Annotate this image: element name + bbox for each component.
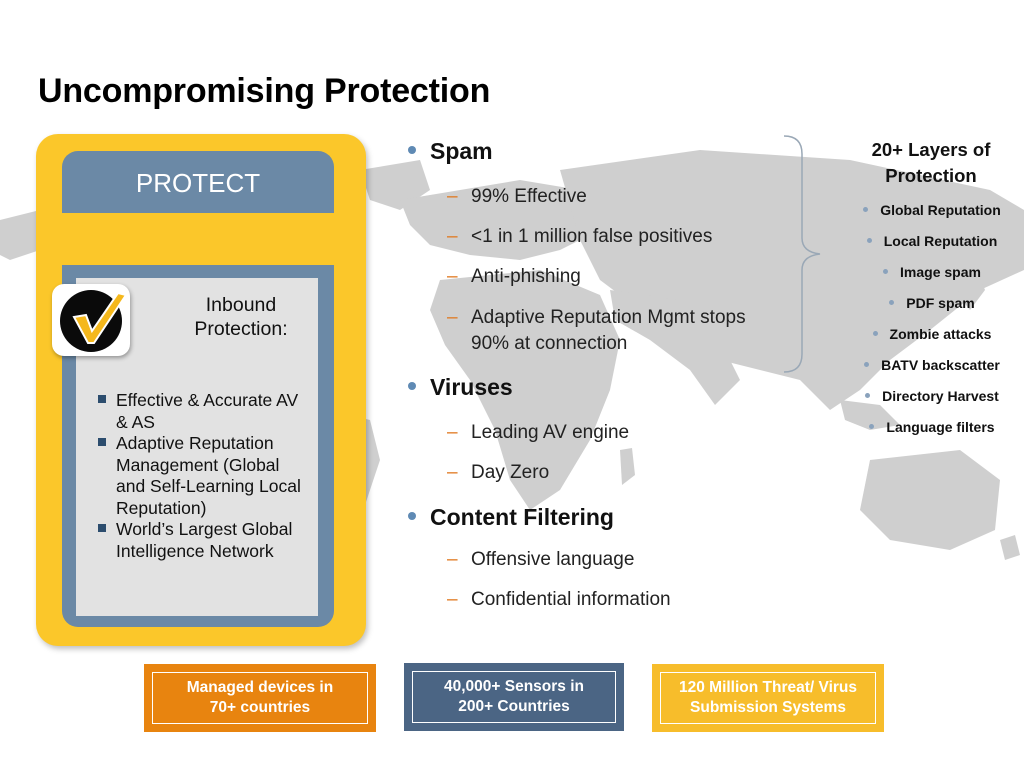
- protect-label: PROTECT: [135, 168, 261, 198]
- layers-title-line1: 20+ Layers of: [871, 139, 991, 160]
- layer-label: Zombie attacks: [889, 326, 992, 342]
- list-item: –99% Effective: [447, 184, 777, 210]
- stat-box-managed-devices: Managed devices in 70+ countries: [144, 664, 376, 732]
- stat-line: Managed devices in: [186, 679, 334, 696]
- list-item: –<1 in 1 million false positives: [447, 224, 777, 250]
- bullet-icon: [869, 423, 875, 429]
- item-label: Offensive language: [471, 549, 635, 570]
- bullet-icon: [863, 206, 869, 212]
- list-item: –Anti-phishing: [447, 264, 777, 290]
- bullet-icon: [864, 361, 870, 367]
- list-item: –Adaptive Reputation Mgmt stops 90% at c…: [447, 305, 777, 357]
- layer-label: Global Reputation: [880, 202, 1001, 218]
- layers-title: 20+ Layers of Protection: [840, 137, 1022, 189]
- item-label: Adaptive Reputation Mgmt stops 90% at co…: [471, 307, 746, 354]
- list-item: World’s Largest Global Intelligence Netw…: [96, 519, 310, 562]
- list-item: Adaptive Reputation Management (Global a…: [96, 433, 310, 519]
- layer-item: Local Reputation: [840, 233, 1024, 249]
- layer-label: BATV backscatter: [881, 357, 1000, 373]
- layer-item: Zombie attacks: [840, 326, 1024, 342]
- stat-line: 70+ countries: [209, 699, 311, 716]
- bullet-icon: [408, 145, 416, 154]
- layer-label: Local Reputation: [883, 233, 998, 249]
- stat-line: 40,000+ Sensors in: [443, 678, 584, 695]
- layer-item: Language filters: [840, 419, 1024, 435]
- world-map-background: [0, 150, 1024, 560]
- heading-label: Viruses: [430, 374, 513, 400]
- list-item: –Leading AV engine: [447, 420, 777, 446]
- list-item: –Confidential information: [447, 587, 777, 613]
- layer-label: Directory Harvest: [882, 388, 999, 404]
- bullet-icon: [408, 511, 416, 520]
- layer-label: Image spam: [900, 264, 981, 280]
- heading-content-filtering: Content Filtering: [408, 504, 614, 531]
- stat-box-threat-submission: 120 Million Threat/ Virus Submission Sys…: [652, 664, 884, 732]
- layer-item: Directory Harvest: [840, 388, 1024, 404]
- inbound-feature-list: Effective & Accurate AV & AS Adaptive Re…: [96, 390, 310, 562]
- item-label: Leading AV engine: [471, 422, 630, 443]
- layer-item: Image spam: [840, 264, 1024, 280]
- layer-label: Language filters: [886, 419, 995, 435]
- item-label: Day Zero: [471, 462, 550, 483]
- item-label: 99% Effective: [471, 186, 587, 207]
- inbound-title-line2: Protection:: [194, 318, 288, 340]
- bullet-icon: [889, 299, 895, 305]
- layers-title-line2: Protection: [885, 165, 977, 186]
- list-item: Effective & Accurate AV & AS: [96, 390, 310, 433]
- bracket-brace-icon: [783, 135, 821, 373]
- bullet-icon: [408, 381, 416, 390]
- checkmark-icon: [72, 291, 128, 344]
- bullet-icon: [865, 392, 871, 398]
- item-label: Confidential information: [471, 589, 671, 610]
- layer-item: PDF spam: [840, 295, 1024, 311]
- protect-header-bar: [62, 151, 334, 213]
- layer-label: PDF spam: [906, 295, 975, 311]
- bullet-icon: [872, 330, 878, 336]
- inbound-protection-title: Inbound Protection:: [156, 293, 326, 341]
- layer-item: BATV backscatter: [840, 357, 1024, 373]
- stat-box-sensors: 40,000+ Sensors in 200+ Countries: [404, 663, 624, 731]
- slide-title: Uncompromising Protection: [38, 72, 491, 110]
- heading-label: Content Filtering: [430, 504, 614, 530]
- heading-viruses: Viruses: [408, 374, 513, 401]
- list-item: –Offensive language: [447, 547, 777, 573]
- inbound-title-line1: Inbound: [205, 294, 277, 316]
- stat-line: 200+ Countries: [458, 698, 570, 715]
- item-label: Anti-phishing: [471, 266, 581, 287]
- list-item: –Day Zero: [447, 460, 777, 486]
- stat-line: 120 Million Threat/ Virus: [678, 679, 857, 696]
- layer-item: Global Reputation: [840, 202, 1024, 218]
- stat-line: Submission Systems: [690, 699, 846, 716]
- bullet-icon: [866, 237, 872, 243]
- heading-label: Spam: [430, 138, 493, 164]
- bullet-icon: [883, 268, 889, 274]
- heading-spam: Spam: [408, 138, 493, 165]
- item-label: <1 in 1 million false positives: [471, 226, 713, 247]
